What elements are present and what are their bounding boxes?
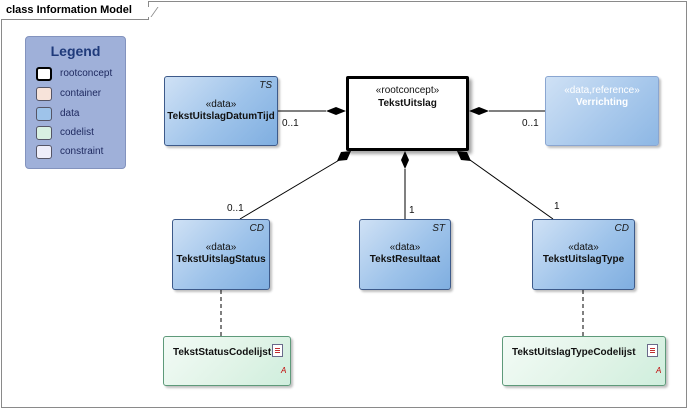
node-title: TekstUitslagTypeCodelijst bbox=[512, 347, 636, 358]
legend: Legend rootconcept container data codeli… bbox=[25, 36, 126, 169]
diamond-verrichting bbox=[469, 107, 489, 115]
legend-label: constraint bbox=[60, 146, 104, 157]
node-tekstuitslagstatus[interactable]: CD «data» TekstUitslagStatus bbox=[172, 219, 270, 290]
legend-title: Legend bbox=[50, 43, 101, 59]
abstract-mark: A bbox=[281, 366, 287, 375]
node-tekstuitslag[interactable]: «rootconcept» TekstUitslag bbox=[346, 76, 469, 151]
diamond-type bbox=[457, 151, 471, 161]
frame-title: class Information Model bbox=[1, 1, 149, 20]
node-tekstuitslagtypecodelijst[interactable]: TekstUitslagTypeCodelijst A bbox=[502, 336, 666, 386]
node-title: TekstUitslag bbox=[378, 98, 437, 109]
legend-swatch-codelist bbox=[36, 126, 52, 140]
node-tekstresultaat[interactable]: ST «data» TekstResultaat bbox=[359, 219, 451, 290]
node-title: TekstUitslagDatumTijd bbox=[167, 111, 275, 122]
diamond-resultaat bbox=[401, 151, 409, 169]
node-type-tag: CD bbox=[249, 223, 264, 234]
multiplicity-status: 0..1 bbox=[227, 203, 244, 214]
legend-label: container bbox=[60, 88, 102, 99]
legend-swatch-container bbox=[36, 87, 52, 101]
diamond-status bbox=[337, 151, 351, 161]
multiplicity-type: 1 bbox=[554, 201, 560, 212]
edge-type bbox=[469, 159, 554, 220]
node-type-tag: TS bbox=[259, 80, 272, 91]
node-tekstuitslagdatumtijd[interactable]: TS «data» TekstUitslagDatumTijd bbox=[164, 76, 278, 146]
diamond-datumtijd bbox=[326, 107, 346, 115]
legend-swatch-rootconcept bbox=[36, 67, 52, 81]
node-stereotype: «data,reference» bbox=[564, 85, 640, 96]
abstract-mark: A bbox=[656, 366, 662, 375]
node-title: TekstStatusCodelijst bbox=[173, 347, 272, 358]
node-stereotype: «data» bbox=[568, 242, 599, 253]
node-tekstuitslagtype[interactable]: CD «data» TekstUitslagType bbox=[532, 219, 635, 290]
node-title: TekstUitslagType bbox=[542, 254, 625, 265]
multiplicity-datumtijd: 0..1 bbox=[282, 118, 299, 129]
node-stereotype: «data» bbox=[389, 242, 421, 253]
edge-status bbox=[239, 158, 342, 220]
node-verrichting[interactable]: «data,reference» Verrichting bbox=[545, 76, 659, 146]
multiplicity-verrichting: 0..1 bbox=[522, 118, 539, 129]
legend-label: rootconcept bbox=[60, 68, 113, 79]
legend-swatch-constraint bbox=[36, 145, 52, 159]
legend-label: codelist bbox=[60, 127, 94, 138]
node-stereotype: «data» bbox=[205, 242, 237, 253]
node-title: Verrichting bbox=[575, 97, 629, 108]
node-stereotype: «rootconcept» bbox=[375, 85, 440, 96]
multiplicity-resultaat: 1 bbox=[409, 205, 415, 216]
codelist-icon bbox=[272, 344, 283, 357]
node-stereotype: «data» bbox=[205, 99, 237, 110]
node-tekststatuscodelijst[interactable]: TekstStatusCodelijst A bbox=[163, 336, 291, 386]
node-title: TekstResultaat bbox=[369, 254, 441, 265]
legend-label: data bbox=[60, 108, 80, 119]
node-type-tag: CD bbox=[614, 223, 629, 234]
codelist-icon bbox=[647, 344, 658, 357]
node-title: TekstUitslagStatus bbox=[176, 254, 266, 265]
legend-swatch-data bbox=[36, 107, 52, 121]
node-type-tag: ST bbox=[432, 223, 445, 234]
